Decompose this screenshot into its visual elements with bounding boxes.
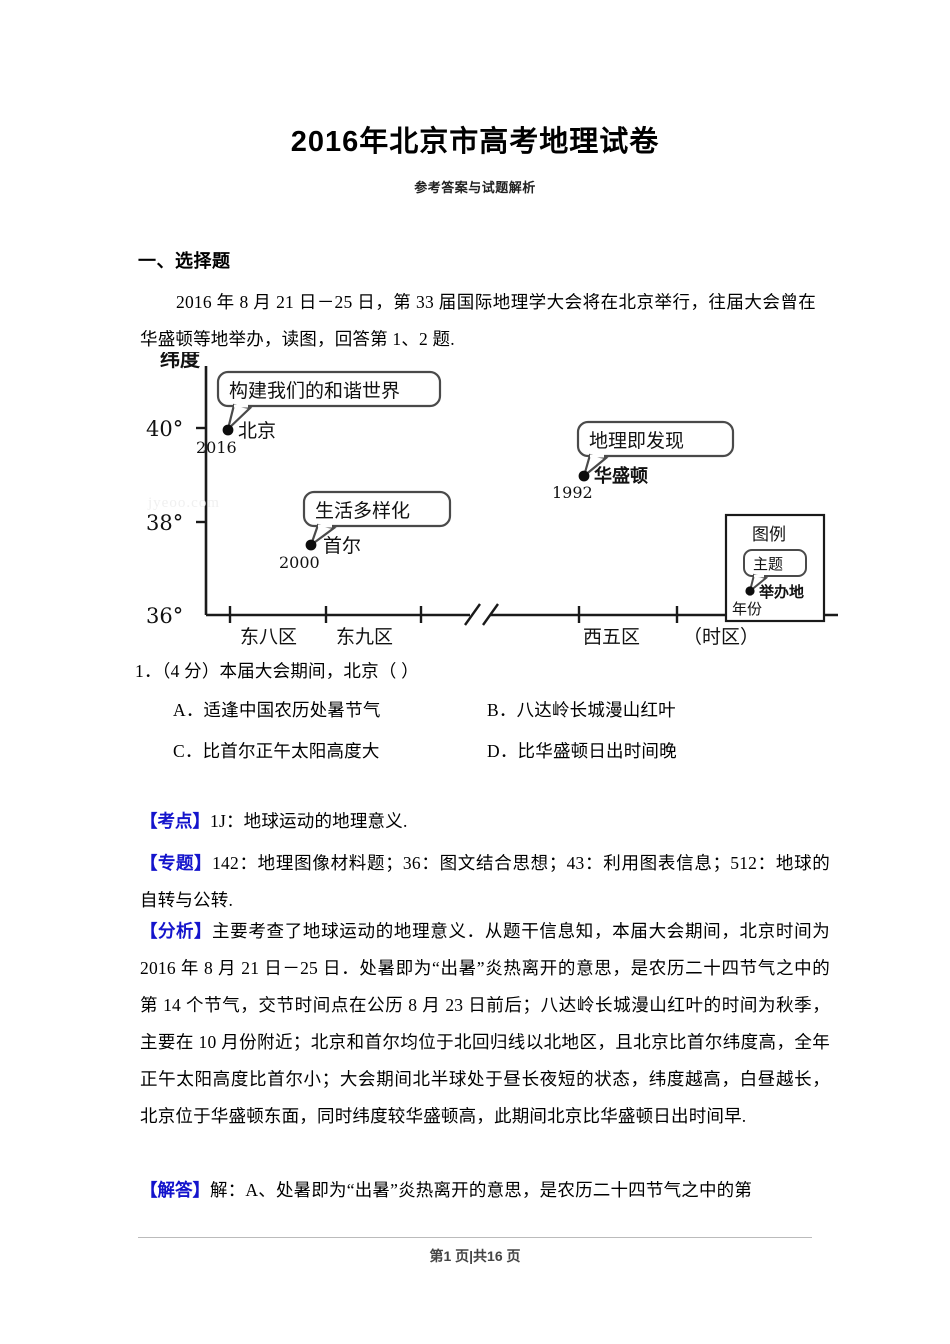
y-tick-label-38: 38° bbox=[146, 511, 183, 535]
jieda-text: 解：A、处暑即为“出暑”炎热离开的意思，是农历二十四节气之中的第 bbox=[210, 1180, 753, 1200]
zhuanti-tag: 【专题】 bbox=[140, 853, 213, 873]
page-title: 2016年北京市高考地理试卷 bbox=[290, 126, 660, 158]
option-b[interactable]: B．八达岭长城漫山红叶 bbox=[487, 700, 676, 720]
page-subtitle: 参考答案与试题解析 bbox=[414, 180, 536, 195]
fenxi-tag: 【分析】 bbox=[140, 921, 212, 941]
year-label-seoul: 2000 bbox=[279, 553, 320, 572]
marker-dot-seoul bbox=[305, 539, 317, 551]
option-a[interactable]: A．适逢中国农历处暑节气 bbox=[173, 700, 381, 720]
city-label-washington: 华盛顿 bbox=[594, 465, 648, 487]
chart-svg: 纬度 40° 38° 36° 东八区 东九区 西五区 （时区） 构建我们的和谐世… bbox=[146, 352, 838, 648]
y-tick-label-36: 36° bbox=[146, 604, 183, 628]
watermark: jyeoo.com bbox=[148, 495, 220, 511]
y-tick-marks bbox=[196, 426, 206, 524]
option-d[interactable]: D．比华盛顿日出时间晚 bbox=[487, 741, 677, 761]
x-tick-label-east9: 东九区 bbox=[336, 626, 393, 648]
year-label-washington: 1992 bbox=[552, 483, 593, 502]
legend-theme-box bbox=[743, 549, 807, 577]
conference-latitude-timezone-chart: jyeoo.com bbox=[138, 352, 838, 652]
x-tick-marks bbox=[228, 606, 679, 623]
y-axis-label: 纬度 bbox=[160, 352, 201, 371]
legend-marker-dot bbox=[745, 586, 755, 596]
analysis-zhuanti: 【专题】142：地理图像材料题；36：图文结合思想；43：利用图表信息；512：… bbox=[140, 845, 830, 919]
callout-box-beijing bbox=[216, 370, 442, 408]
theme-label-beijing: 构建我们的和谐世界 bbox=[229, 380, 400, 402]
city-label-seoul: 首尔 bbox=[323, 535, 361, 557]
theme-label-seoul: 生活多样化 bbox=[315, 500, 410, 522]
legend-title: 图例 bbox=[752, 525, 786, 545]
callout-box-seoul bbox=[302, 490, 452, 528]
legend-venue-label: 举办地 bbox=[758, 583, 804, 601]
data-point-washington: 地理即发现 华盛顿 1992 bbox=[552, 420, 735, 502]
callout-box-washington bbox=[576, 420, 735, 458]
analysis-kaodian: 【考点】1J：地球运动的地理意义. bbox=[140, 803, 830, 840]
kaodian-tag: 【考点】 bbox=[140, 811, 210, 831]
analysis-fenxi: 【分析】主要考查了地球运动的地理意义．从题干信息知，本届大会期间，北京时间为 2… bbox=[140, 913, 830, 1135]
marker-dot-washington bbox=[578, 470, 590, 482]
footer-divider bbox=[138, 1237, 812, 1238]
year-label-beijing: 2016 bbox=[196, 438, 237, 457]
section-heading: 一、选择题 bbox=[138, 251, 231, 271]
fenxi-text: 主要考查了地球运动的地理意义．从题干信息知，本届大会期间，北京时间为 2016 … bbox=[140, 921, 830, 1126]
zhuanti-text: 142：地理图像材料题；36：图文结合思想；43：利用图表信息；512：地球的自… bbox=[140, 853, 830, 910]
kaodian-text: 1J：地球运动的地理意义. bbox=[210, 811, 408, 831]
marker-dot-beijing bbox=[222, 424, 234, 436]
legend-theme-label: 主题 bbox=[753, 555, 783, 573]
theme-label-washington: 地理即发现 bbox=[589, 430, 684, 452]
axis-break-icon bbox=[464, 603, 499, 626]
chart-legend: 图例 主题 举办地 年份 bbox=[724, 513, 826, 623]
page-footer: 第1 页|共16 页 bbox=[429, 1248, 521, 1264]
x-tick-label-west5: 西五区 bbox=[583, 626, 640, 648]
x-axis-unit-label: （时区） bbox=[683, 626, 759, 648]
intro-paragraph: 2016 年 8 月 21 日－25 日，第 33 届国际地理学大会将在北京举行… bbox=[140, 292, 816, 349]
option-c[interactable]: C．比首尔正午太阳高度大 bbox=[173, 741, 380, 761]
data-point-seoul: 生活多样化 首尔 2000 bbox=[279, 490, 452, 572]
legend-year-label: 年份 bbox=[732, 600, 762, 618]
data-point-beijing: 构建我们的和谐世界 北京 2016 bbox=[196, 370, 442, 457]
x-tick-label-east8: 东八区 bbox=[240, 626, 297, 648]
question-stem: 1．（4 分）本届大会期间，北京（ ） bbox=[135, 661, 419, 681]
y-tick-label-40: 40° bbox=[146, 417, 183, 441]
analysis-jieda: 【解答】解：A、处暑即为“出暑”炎热离开的意思，是农历二十四节气之中的第 bbox=[140, 1172, 830, 1209]
jieda-tag: 【解答】 bbox=[140, 1180, 210, 1200]
city-label-beijing: 北京 bbox=[238, 420, 276, 442]
